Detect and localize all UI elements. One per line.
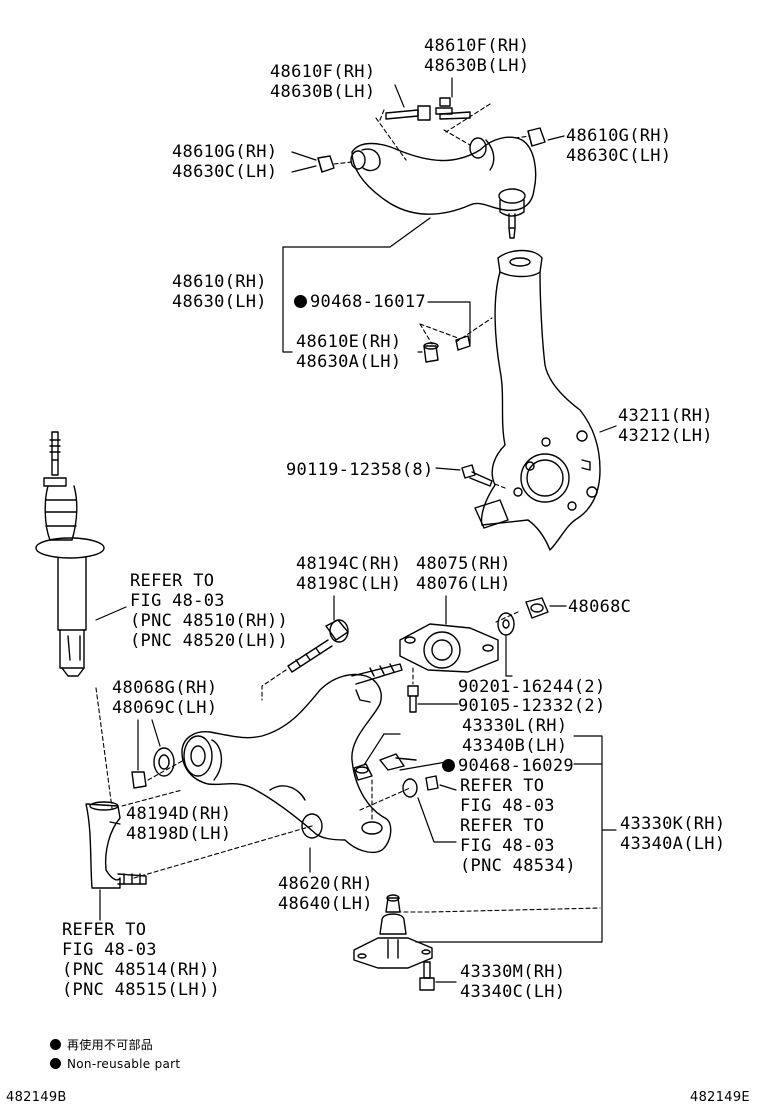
footer-code-left: 482149B <box>6 1090 67 1105</box>
lower-arm-bolt <box>287 619 349 673</box>
label-upper-arm-nut-right: 48610G(RH) 48630C(LH) <box>566 126 672 166</box>
upper-arm-bolts <box>317 97 546 173</box>
label-cam: 48068G(RH) 48069C(LH) <box>112 678 218 718</box>
nonreusable-icon <box>442 759 455 772</box>
steering-knuckle <box>474 249 601 551</box>
nonreusable-icon <box>294 295 307 308</box>
label-shock-refer: REFER TO FIG 48-03 (PNC 48510(RH)) (PNC … <box>130 571 289 651</box>
nut-48068c <box>525 597 549 619</box>
label-upper-arm-nut-left: 48610G(RH) 48630C(LH) <box>172 142 278 182</box>
label-ball-joint-sub: 43330L(RH) 43340B(LH) <box>462 716 568 756</box>
ball-joint-pin <box>379 753 417 771</box>
bolt-90105 <box>407 685 419 713</box>
label-upper-arm-sub: 48610E(RH) 48630A(LH) <box>296 332 402 372</box>
label-nut-48068c: 48068C <box>568 597 632 617</box>
bushing <box>399 623 499 673</box>
label-ball-joint-bolt: 43330M(RH) 43340C(LH) <box>460 962 566 1002</box>
legend: 再使用不可部品 Non-reusable part <box>50 1038 180 1071</box>
label-upper-arm-bolt-left: 48610F(RH) 48630B(LH) <box>270 62 376 102</box>
upper-control-arm <box>350 136 537 239</box>
tie-rod-end <box>85 801 147 889</box>
label-lower-bolt: 48194C(RH) 48198C(LH) <box>296 554 402 594</box>
label-ball-joint: 43330K(RH) 43340A(LH) <box>620 814 726 854</box>
knuckle-bolt <box>461 464 493 487</box>
small-nut <box>425 775 439 791</box>
nonreusable-icon <box>50 1058 61 1069</box>
label-bushing: 48075(RH) 48076(LH) <box>416 554 511 594</box>
label-tie-refer: REFER TO FIG 48-03 (PNC 48514(RH)) (PNC … <box>62 920 221 1000</box>
label-refer-b: REFER TO FIG 48-03 (PNC 48534) <box>460 816 576 876</box>
legend-row-en: Non-reusable part <box>50 1057 180 1071</box>
ball-joint <box>353 894 433 969</box>
label-knuckle-bolt: 90119-12358(8) <box>286 460 434 480</box>
label-washer-90201: 90201-16244(2) <box>458 677 606 697</box>
label-cam-bolt: 48194D(RH) 48198D(LH) <box>126 804 232 844</box>
footer-code-right: 482149E <box>690 1090 750 1105</box>
shock-absorber <box>35 431 105 677</box>
label-upper-arm: 48610(RH) 48630(LH) <box>172 272 267 312</box>
label-refer-a: REFER TO FIG 48-03 <box>460 776 555 816</box>
washer-90201 <box>497 612 515 636</box>
ball-joint-nut <box>353 763 373 781</box>
label-bolt-90105: 90105-12332(2) <box>458 696 606 716</box>
label-lower-arm: 48620(RH) 48640(LH) <box>278 874 373 914</box>
upper-nut <box>423 342 439 363</box>
label-upper-arm-bolt-right: 48610F(RH) 48630B(LH) <box>424 36 530 76</box>
label-upper-nut-nonreusable: 90468-16017 <box>294 292 426 312</box>
nonreusable-icon <box>50 1039 61 1050</box>
small-washer <box>402 778 418 798</box>
label-lower-nut-nonreusable: 90468-16029 <box>442 756 574 776</box>
legend-row-jp: 再使用不可部品 <box>50 1038 180 1052</box>
lower-control-arm <box>181 663 403 854</box>
label-knuckle: 43211(RH) 43212(LH) <box>618 406 713 446</box>
cam-washer <box>131 747 175 789</box>
ball-joint-bolt <box>419 961 435 991</box>
